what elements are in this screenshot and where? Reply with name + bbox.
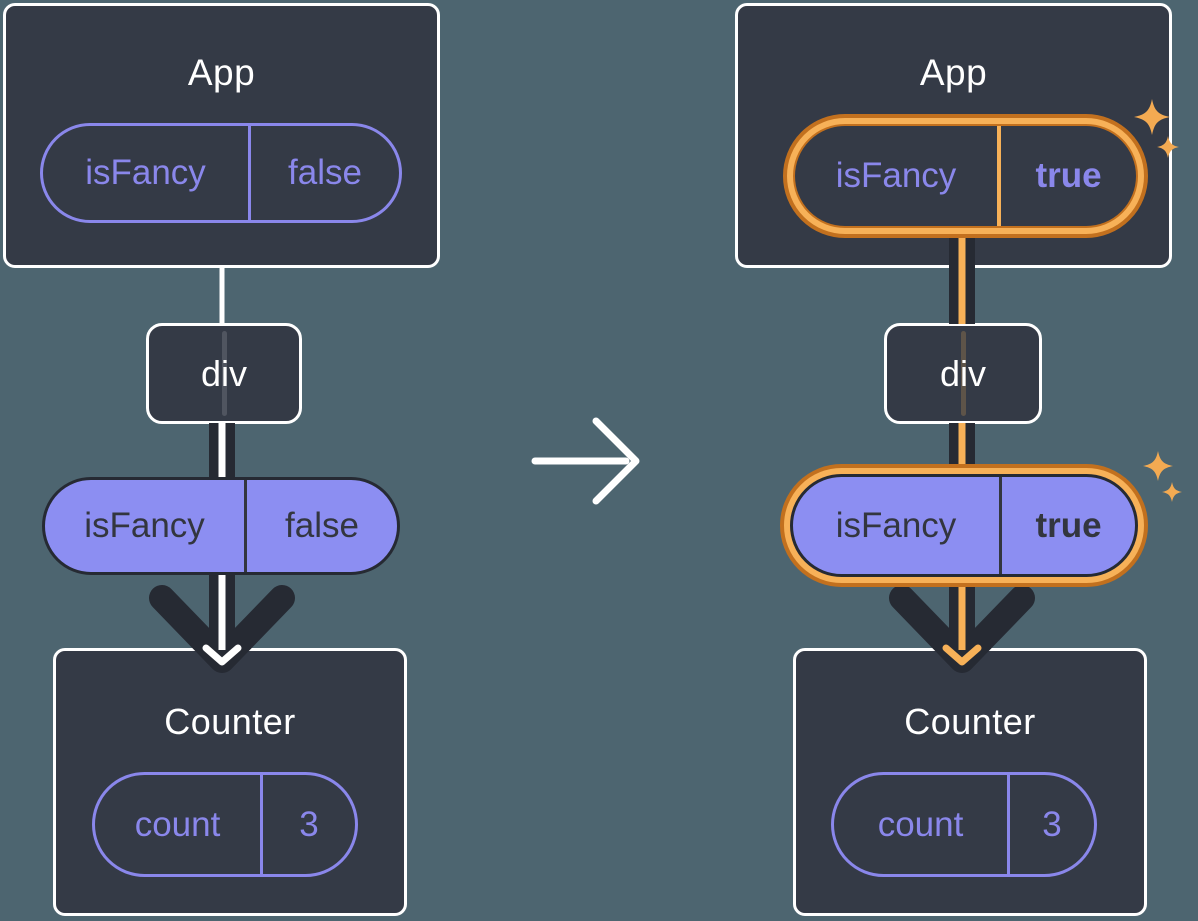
pill-divider <box>260 775 263 874</box>
pill-divider <box>248 126 251 220</box>
right-app-state-pill: isFancy true <box>793 124 1138 228</box>
pill-divider <box>1007 775 1010 874</box>
transition-arrow-icon <box>592 417 640 505</box>
state-value: true <box>1035 156 1102 195</box>
state-key: count <box>134 804 221 844</box>
left-app-state-pill: isFancy false <box>40 123 402 223</box>
prop-value: false <box>285 506 359 545</box>
pill-divider <box>997 126 1001 226</box>
state-value: 3 <box>299 804 319 844</box>
sparkle-icon <box>1143 451 1173 481</box>
right-prop-pill-highlight-ring: isFancy true <box>780 464 1148 587</box>
state-value: 3 <box>1042 804 1062 844</box>
right-div-passthrough-line <box>960 331 966 416</box>
prop-key: isFancy <box>835 505 957 545</box>
right-prop-pill: isFancy true <box>790 474 1138 577</box>
prop-key: isFancy <box>84 506 205 545</box>
left-div-passthrough-line <box>221 331 227 416</box>
prop-value: true <box>1035 505 1102 545</box>
right-div-label: div <box>939 352 987 394</box>
left-app-title: App <box>187 52 256 93</box>
left-counter-title: Counter <box>164 701 296 742</box>
right-app-title: App <box>919 52 988 93</box>
left-div-node: div <box>146 323 302 424</box>
state-key: isFancy <box>85 153 206 192</box>
state-key: isFancy <box>835 156 957 195</box>
right-counter-title: Counter <box>904 701 1036 742</box>
state-value: false <box>288 153 362 192</box>
pill-divider <box>244 480 247 572</box>
right-div-node: div <box>884 323 1042 424</box>
pill-divider <box>999 477 1002 574</box>
right-counter-state-pill: count 3 <box>831 772 1097 877</box>
left-counter-state-pill: count 3 <box>92 772 358 877</box>
left-div-label: div <box>200 352 248 394</box>
left-prop-pill: isFancy false <box>42 477 400 575</box>
state-key: count <box>877 804 964 844</box>
sparkle-icon <box>1162 482 1182 502</box>
right-app-state-pill-highlight-ring: isFancy true <box>783 114 1148 238</box>
